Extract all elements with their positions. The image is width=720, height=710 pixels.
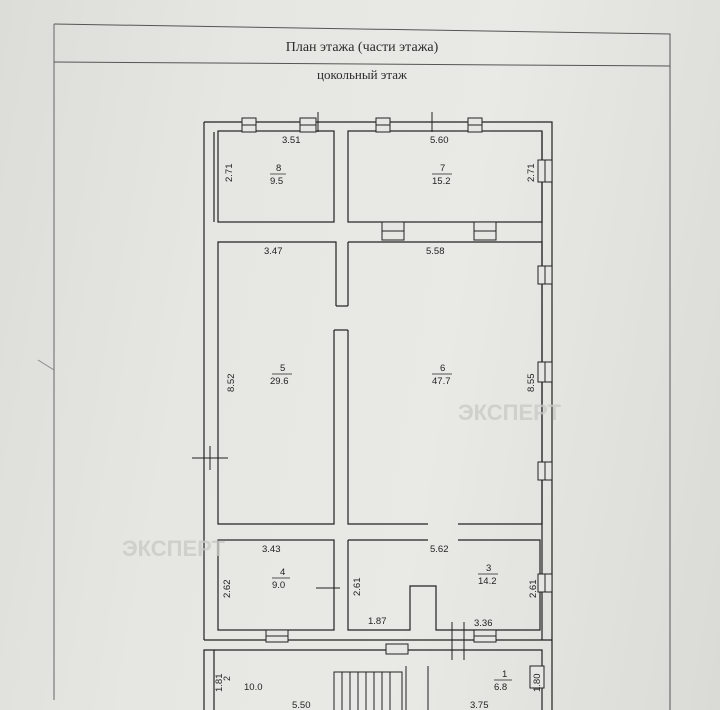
bottom-block-walls	[203, 640, 553, 710]
room-5-number: 5	[280, 363, 285, 374]
room-7-height: 2.71	[526, 164, 537, 183]
room-5-height: 8.52	[226, 374, 237, 393]
room-6-area: 47.7	[432, 376, 451, 387]
room-5-walls	[217, 241, 337, 525]
room-7-area: 15.2	[432, 176, 451, 187]
room-4-height: 2.62	[222, 580, 233, 599]
room-6-walls-left	[347, 330, 428, 525]
room-5-area: 29.6	[270, 376, 289, 387]
room-6-number: 6	[440, 363, 445, 374]
sheet-frame-top	[53, 23, 671, 710]
room-1-number: 1	[502, 669, 507, 680]
room-8-number: 8	[276, 163, 281, 174]
room-8-width: 3.51	[282, 135, 301, 146]
room-3-walls	[347, 539, 541, 631]
title-divider	[53, 61, 671, 67]
room-3-width: 5.62	[430, 544, 449, 555]
room-1-width: 3.75	[470, 700, 489, 710]
room-7-width: 5.60	[430, 135, 449, 146]
room-labels: 8 9.5 3.51 2.71 7 15.2 5.60 2.71 3.47 5 …	[214, 135, 543, 710]
outer-walls	[203, 121, 553, 641]
room-4-side: 2.61	[352, 578, 363, 597]
room-8-walls	[217, 130, 335, 223]
room-4-number: 4	[280, 567, 285, 578]
room-3-area: 14.2	[478, 576, 497, 587]
room-4-area: 9.0	[272, 580, 285, 591]
stairs	[333, 666, 429, 710]
plan-title: План этажа (части этажа)	[285, 40, 439, 55]
fold-mark	[37, 359, 55, 371]
windows	[241, 117, 553, 689]
room-2-width: 5.50	[292, 700, 311, 710]
room-1-height: 1.80	[532, 674, 543, 693]
room-3-number: 3	[486, 563, 491, 574]
room-6-walls	[348, 241, 543, 525]
room-4-width: 3.43	[262, 544, 281, 555]
room-1-area: 6.8	[494, 682, 507, 693]
watermark-1: ЭКСПЕРТ	[458, 400, 562, 425]
room-8-area: 9.5	[270, 176, 283, 187]
room-6-height: 8.55	[526, 374, 537, 393]
room-2-number: 2	[222, 676, 232, 681]
room-2-area: 10.0	[244, 682, 263, 693]
room-6-width: 5.58	[426, 246, 445, 257]
room-7-number: 7	[440, 163, 445, 174]
floor-name: цокольный этаж	[317, 67, 407, 82]
corridor-right-dim: 3.36	[474, 618, 493, 629]
watermark-2: ЭКСПЕРТ	[122, 536, 226, 561]
corridor-left-dim: 1.87	[368, 616, 387, 627]
room-3-height: 2.61	[528, 580, 539, 599]
room-2-height: 1.81	[214, 674, 225, 693]
room-5-width: 3.47	[264, 246, 283, 257]
room-8-height: 2.71	[224, 164, 235, 183]
door-marks	[192, 112, 465, 660]
